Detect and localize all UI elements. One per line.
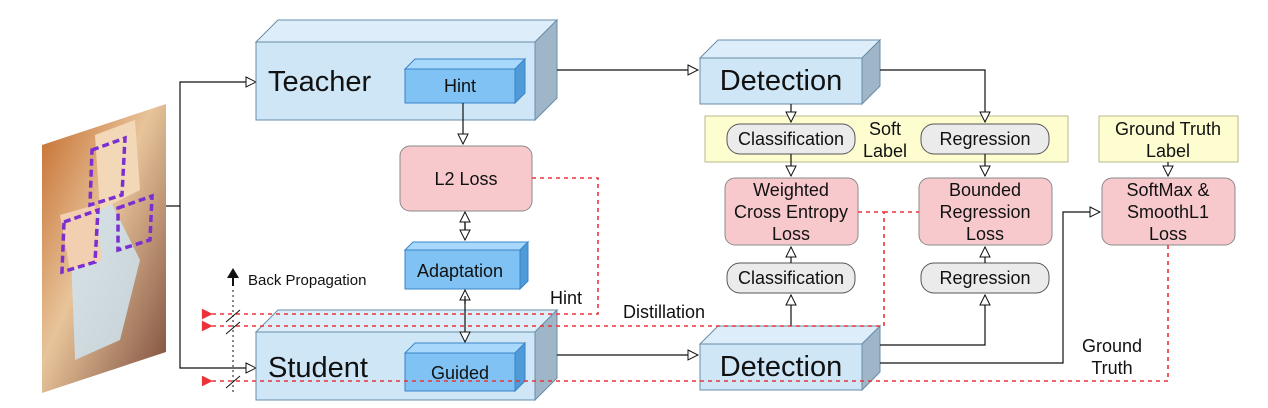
guided-block: Guided: [403, 341, 527, 393]
student-classification-pill: Classification: [726, 262, 856, 294]
right-edges: [791, 69, 1168, 364]
l2-loss-label: L2 Loss: [434, 169, 497, 189]
weighted-ce-line3: Loss: [772, 224, 810, 244]
input-edges: [166, 82, 256, 368]
input-photo: [42, 104, 166, 393]
hint-edge-label: Hint: [550, 288, 582, 308]
student-detection-label: Detection: [720, 351, 843, 383]
up-arrow-icon: [227, 268, 239, 278]
hint-path-edges: [463, 103, 465, 342]
adaptation-block: Adaptation: [403, 240, 530, 291]
softmax-loss-box: SoftMax & SmoothL1 Loss: [1101, 177, 1236, 246]
student-label: Student: [268, 352, 368, 384]
student-regression-label: Regression: [939, 268, 1030, 288]
bounded-line3: Loss: [966, 224, 1004, 244]
student-network: Student Guided: [254, 308, 559, 402]
soft-label-line1: Soft: [869, 119, 901, 139]
softmax-line3: Loss: [1149, 224, 1187, 244]
teacher-detection-block: Detection: [698, 38, 882, 106]
face-box-icon: [60, 135, 154, 275]
hint-label: Hint: [444, 76, 476, 96]
back-propagation-label: Back Propagation: [248, 272, 366, 289]
detection-edges: [557, 70, 698, 355]
student-detection-block: Detection: [698, 324, 882, 392]
hint-block: Hint: [403, 57, 527, 105]
ground-truth-label-panel: Ground Truth Label: [1098, 115, 1239, 163]
student-regression-pill: Regression: [920, 262, 1050, 294]
ground-truth-label-line2: Label: [1146, 141, 1190, 161]
adaptation-label: Adaptation: [417, 261, 503, 281]
bounded-line1: Bounded: [949, 180, 1021, 200]
distillation-edge-label: Distillation: [623, 302, 705, 322]
teacher-detection-label: Detection: [720, 65, 843, 97]
ground-truth-label-line1: Ground Truth: [1115, 119, 1221, 139]
bounded-regression-loss-box: Bounded Regression Loss: [918, 177, 1053, 246]
ground-truth-edge-line2: Truth: [1091, 358, 1132, 378]
guided-label: Guided: [431, 363, 489, 383]
soft-classification-label: Classification: [738, 129, 844, 149]
back-propagation-legend: Back Propagation: [225, 268, 366, 392]
softmax-line2: SmoothL1: [1127, 202, 1209, 222]
weighted-ce-line1: Weighted: [753, 180, 829, 200]
soft-regression-label: Regression: [939, 129, 1030, 149]
backprop-dashed-lines: [201, 177, 1169, 387]
weighted-ce-line2: Cross Entropy: [734, 202, 848, 222]
teacher-label: Teacher: [268, 66, 372, 98]
bounded-line2: Regression: [939, 202, 1030, 222]
ground-truth-edge-line1: Ground: [1082, 336, 1142, 356]
teacher-network: Teacher Hint: [254, 18, 559, 122]
softmax-line1: SoftMax &: [1126, 180, 1209, 200]
l2-loss-box: L2 Loss: [399, 145, 533, 212]
soft-label-panel: Classification Regression Soft Label: [704, 115, 1069, 163]
student-classification-label: Classification: [738, 268, 844, 288]
soft-label-line2: Label: [863, 141, 907, 161]
weighted-ce-loss-box: Weighted Cross Entropy Loss: [724, 177, 859, 246]
